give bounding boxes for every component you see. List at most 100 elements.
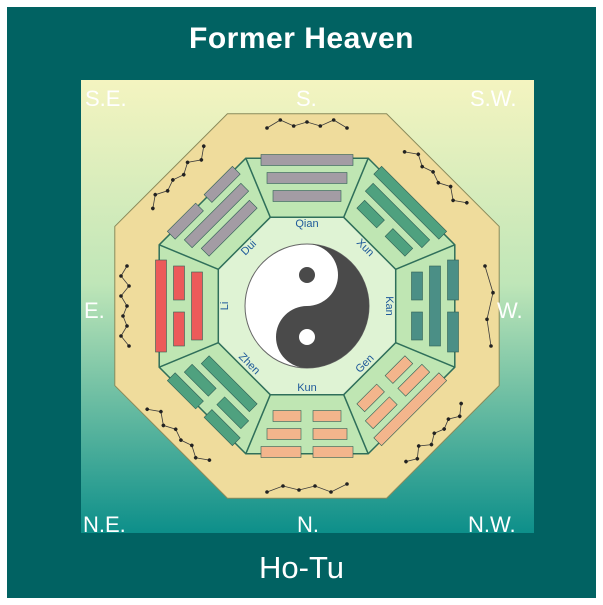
constellation-e [119,264,131,348]
star-dot [199,158,204,162]
star-dot [442,427,446,431]
star-dot [491,290,495,295]
ring-divider [158,244,219,270]
trigram-line-broken [203,165,241,203]
star-dot [153,192,158,197]
trigram-line-solid [183,182,250,249]
trigram-line-broken [411,311,423,341]
trigram-li [155,259,203,353]
trigram-line-broken [447,311,459,353]
yin-dot [299,267,315,283]
constellation-sw [402,150,469,205]
trigram-line-solid [200,355,258,413]
star-dot [416,444,421,448]
trigram-line-solid [191,271,203,341]
direction-n: N. [297,512,319,537]
star-dot [291,124,296,128]
trigram-xun [356,165,448,257]
trigram-qian [260,154,354,202]
star-dot [193,455,198,460]
star-dot [159,409,163,414]
trigram-kun [260,410,354,458]
star-dot [173,427,178,432]
star-dot [318,124,323,128]
star-dot [446,417,451,421]
star-dot [313,484,317,488]
ring-divider [245,157,271,218]
star-dot [127,344,131,348]
trigram-label-qian: Qian [295,218,318,230]
star-dot [125,304,129,308]
star-dot [415,456,420,461]
yang-dot [299,329,315,345]
ring-divider [245,394,271,455]
direction-sw: S.W. [470,86,517,111]
trigram-line-broken [384,355,414,384]
trigram-line-broken [312,446,354,458]
trigram-line-broken [411,271,423,301]
star-dot [489,344,493,348]
direction-nw: N.W. [468,512,516,537]
ring-divider [158,342,219,368]
star-dot [190,443,194,448]
star-dot [151,206,155,211]
trigram-line-broken [397,363,431,397]
star-dot [420,164,424,169]
ring-divider [343,394,369,455]
constellation-line [404,151,467,204]
constellation-ne [145,407,212,462]
star-dot [431,170,435,174]
star-dot [265,126,269,130]
star-dot [485,317,489,322]
star-dot [181,172,186,177]
trigram-line-broken [216,396,250,430]
trigram-line-broken [356,199,385,229]
trigram-line-broken [312,410,342,422]
star-dot [119,334,123,338]
trigram-line-broken [173,265,185,301]
constellation-line [152,146,205,209]
star-dot [329,490,333,494]
star-dot [465,200,469,205]
star-dot [127,284,131,288]
star-dot [161,423,166,428]
trigram-line-solid [272,190,342,202]
trigram-line-broken [312,428,348,440]
trigram-line-broken [447,259,459,301]
constellation-w [483,264,495,348]
star-dot [345,126,349,130]
trigram-line-solid [260,154,354,166]
star-dot [171,178,175,182]
direction-se: S.E. [85,86,127,111]
trigram-line-solid [155,259,167,353]
star-dot [125,324,129,328]
trigram-dui [166,165,258,257]
direction-s: S. [296,86,317,111]
trigram-gen [356,355,448,447]
star-dot [459,401,463,406]
star-dot [432,431,437,436]
trigram-label-li: Li [219,302,231,311]
trigram-line-broken [166,202,204,240]
star-dot [119,274,123,278]
constellation-s [265,118,349,130]
trigram-line-broken [272,410,302,422]
trigram-line-broken [384,228,414,257]
trigram-line-broken [173,311,185,347]
star-dot [305,120,309,124]
trigram-kan [411,259,459,353]
star-dot [165,189,170,193]
star-dot [265,490,269,494]
trigram-line-solid [373,165,448,240]
star-dot [207,458,212,462]
star-dot [451,198,455,203]
trigram-line-broken [364,396,398,430]
trigram-line-broken [260,446,302,458]
constellation-line [147,408,210,461]
trigram-line-broken [266,428,302,440]
trigram-line-broken [356,383,385,413]
star-dot [121,314,125,318]
constellation-se [151,144,206,211]
